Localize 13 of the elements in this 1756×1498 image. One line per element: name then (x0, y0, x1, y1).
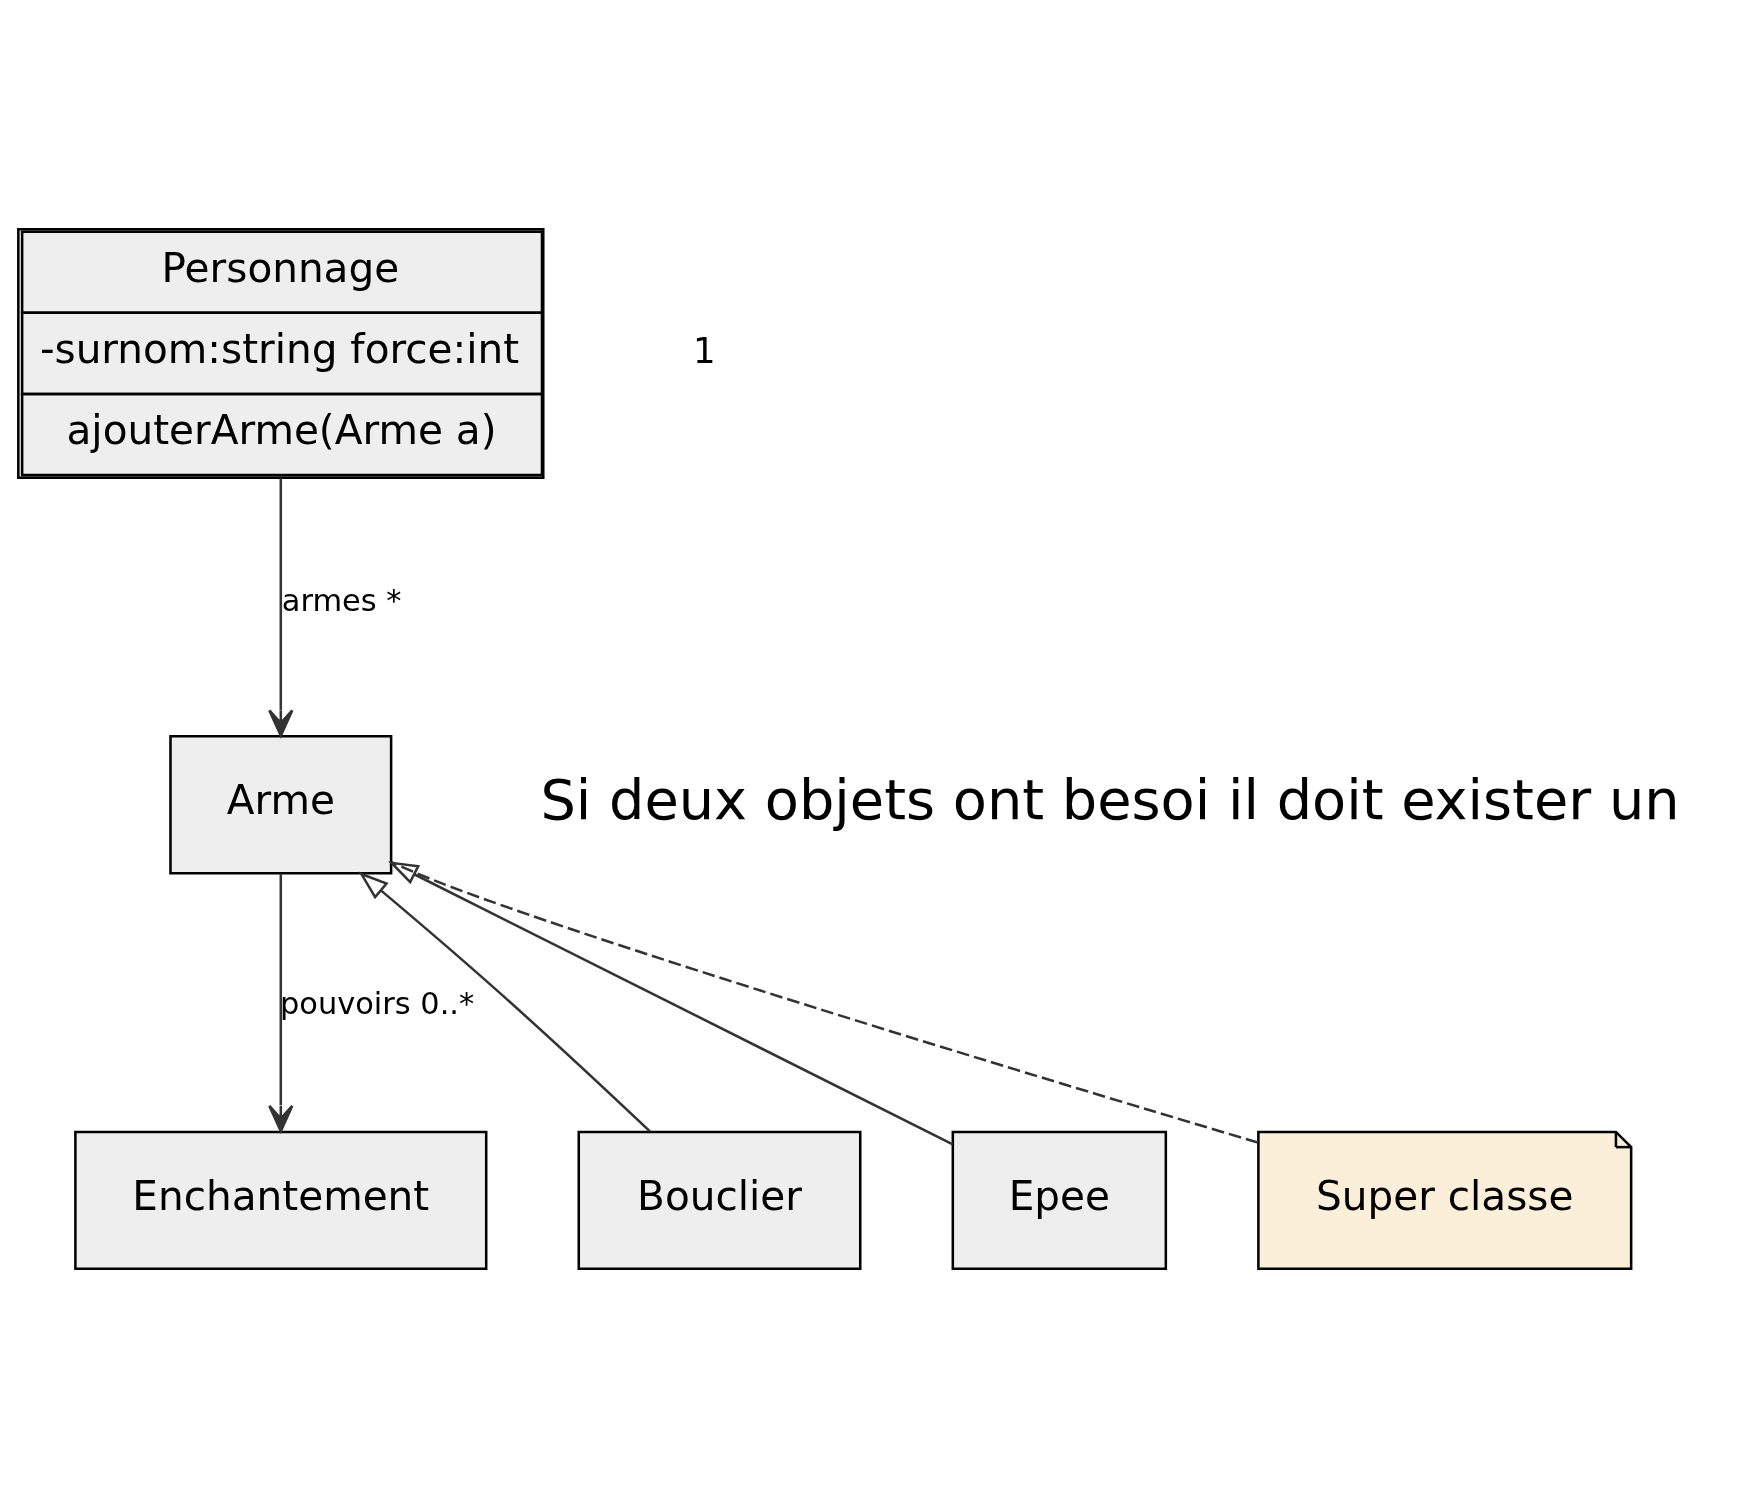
node-box: Bouclier (577, 1130, 862, 1271)
edge-label: pouvoirs 0..* (280, 986, 475, 1022)
node-box: Arme (169, 735, 393, 875)
arrow (358, 871, 651, 1133)
connector (391, 861, 1259, 1144)
arrow (268, 873, 294, 1133)
label: 1 (692, 329, 716, 371)
node-box: Epee (951, 1130, 1168, 1271)
label: Si deux objets ont besoi il doit exister un (540, 766, 1680, 832)
arrow (388, 861, 954, 1146)
edge-label: armes * (281, 583, 402, 619)
node-box: Enchantement (74, 1130, 488, 1271)
arrow (268, 477, 294, 737)
